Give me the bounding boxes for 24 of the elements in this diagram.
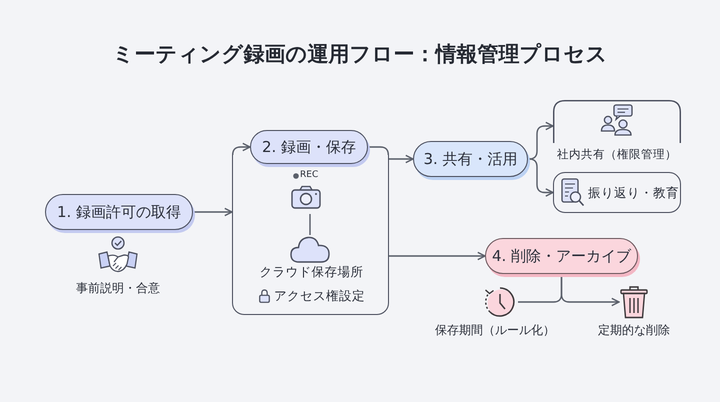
panel-text: 振り返り・教育	[588, 185, 679, 201]
process-step: 2. 録画・保存	[250, 130, 368, 164]
arrow	[232, 142, 251, 156]
arrow	[528, 122, 554, 160]
diagram-title: ミーティング録画の運用フロー：情報管理プロセス	[112, 41, 608, 68]
storage-panel	[232, 155, 389, 315]
panel-text: アクセス権設定	[274, 288, 365, 304]
process-step: 1. 録画許可の取得	[45, 194, 193, 230]
panel-heading: 社内共有（権限管理）	[556, 147, 678, 162]
rec-label: REC	[300, 170, 318, 182]
arrow	[389, 154, 414, 164]
step-caption: 保存期間（ルール化）	[435, 323, 555, 338]
arrow	[389, 252, 486, 260]
process-step: 3. 共有・活用	[413, 141, 528, 177]
panel-text: クラウド保存場所	[258, 264, 364, 280]
step-caption: 定期的な削除	[597, 323, 671, 338]
arrow	[193, 208, 233, 216]
review-panel	[553, 172, 681, 213]
arrow	[528, 158, 554, 197]
connector-line	[368, 146, 389, 156]
process-step: 4. 削除・アーカイブ	[485, 238, 638, 274]
step-caption: 事前説明・合意	[75, 281, 161, 296]
trash-can-icon	[619, 285, 649, 319]
arrow	[560, 274, 620, 306]
